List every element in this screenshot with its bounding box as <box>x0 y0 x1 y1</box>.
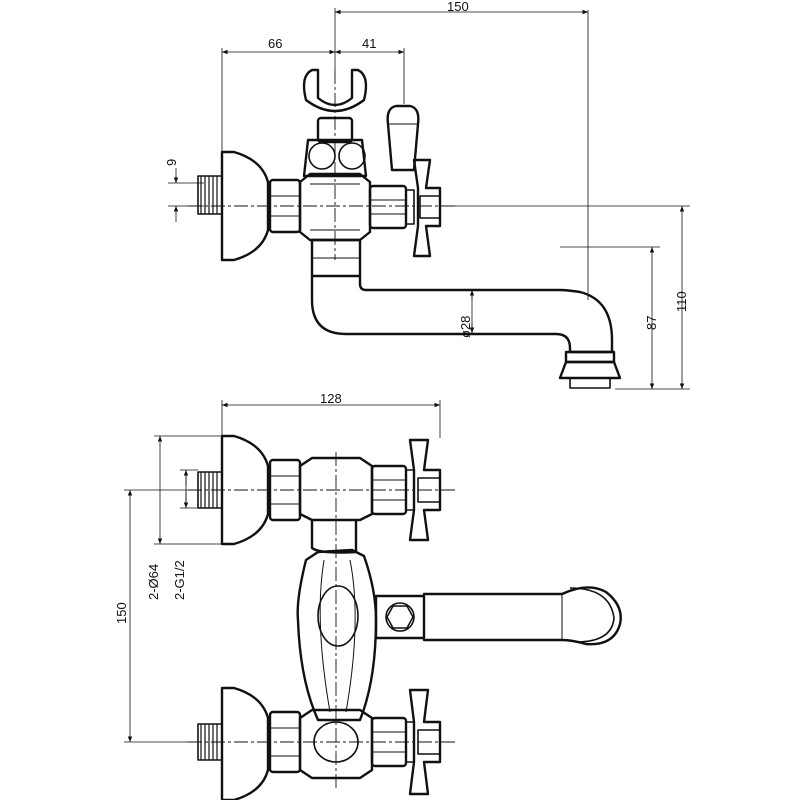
upper-wall-flange <box>220 434 270 546</box>
dim-150-vertical: 150 <box>114 602 129 624</box>
dim-41: 41 <box>362 36 376 51</box>
dim-110: 110 <box>674 291 689 312</box>
upper-cross-handle <box>408 438 442 542</box>
dim-128: 128 <box>320 391 342 406</box>
threaded-connector <box>197 175 223 215</box>
riser-neck <box>310 518 358 554</box>
upper-body <box>298 456 374 522</box>
riser-body <box>296 548 378 722</box>
spout-front <box>422 586 622 646</box>
front-view: 128 150 2-Ø64 2-G1/2 <box>114 391 622 800</box>
dim-thread-g12: 2-G1/2 <box>172 560 187 600</box>
cross-handle-side <box>412 158 442 258</box>
side-view: 150 66 41 9 110 87 ø28 <box>164 0 690 390</box>
dim-pipe-28: ø28 <box>458 316 473 338</box>
lower-wall-flange <box>220 686 270 800</box>
dim-150-top: 150 <box>447 0 469 14</box>
dim-87: 87 <box>644 316 659 330</box>
shower-holder-clip <box>302 68 368 113</box>
spout-aerator <box>558 360 622 380</box>
diverter-knob <box>386 104 420 172</box>
wall-flange <box>220 150 270 262</box>
dim-9: 9 <box>164 159 179 166</box>
mixer-body-side <box>298 172 372 242</box>
shower-holder-base <box>302 138 368 178</box>
lower-cross-handle <box>408 688 442 796</box>
dim-66: 66 <box>268 36 282 51</box>
bath-spout <box>310 274 614 354</box>
dim-diameter-64: 2-Ø64 <box>146 564 161 600</box>
lower-body <box>298 708 374 780</box>
